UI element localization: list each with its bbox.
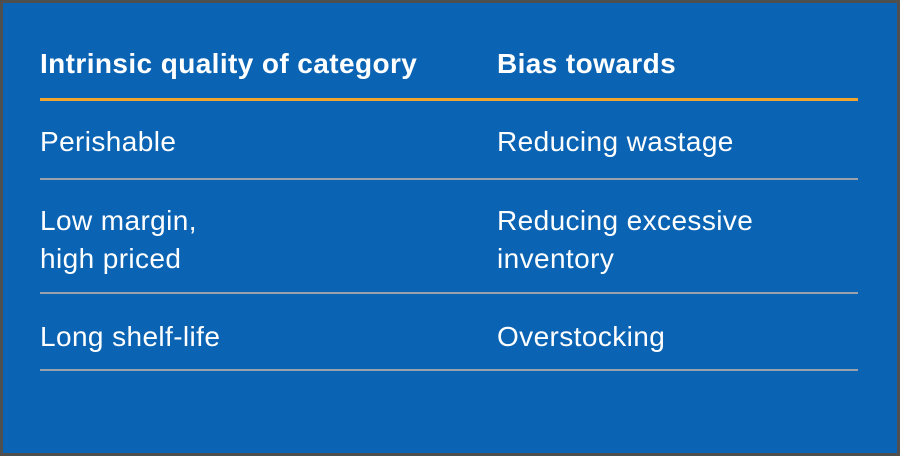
- column-header-quality: Intrinsic quality of category: [40, 3, 497, 101]
- cell-text-line: Long shelf-life: [40, 321, 221, 352]
- cell-text-line: Overstocking: [497, 321, 666, 352]
- column-header-bias: Bias towards: [497, 3, 858, 101]
- table-row-2-bias-cell: Reducing excessive inventory: [497, 180, 858, 294]
- table-row-2-quality-cell: Low margin, high priced: [40, 180, 497, 294]
- column-header-bias-label: Bias towards: [497, 48, 677, 79]
- table-row-1-bias-cell: Reducing wastage: [497, 101, 858, 180]
- cell-text-line: Low margin,: [40, 205, 197, 236]
- column-header-quality-label: Intrinsic quality of category: [40, 48, 418, 79]
- cell-text-line: Reducing excessive: [497, 205, 754, 236]
- comparison-table: Intrinsic quality of category Bias towar…: [40, 3, 858, 371]
- cell-text-line: inventory: [497, 243, 615, 274]
- table-row-3-quality-cell: Long shelf-life: [40, 294, 497, 371]
- table-row-1-quality-cell: Perishable: [40, 101, 497, 180]
- cell-text-line: Reducing wastage: [497, 126, 734, 157]
- table-row-3-bias-cell: Overstocking: [497, 294, 858, 371]
- cell-text-line: high priced: [40, 243, 182, 274]
- cell-text-line: Perishable: [40, 126, 177, 157]
